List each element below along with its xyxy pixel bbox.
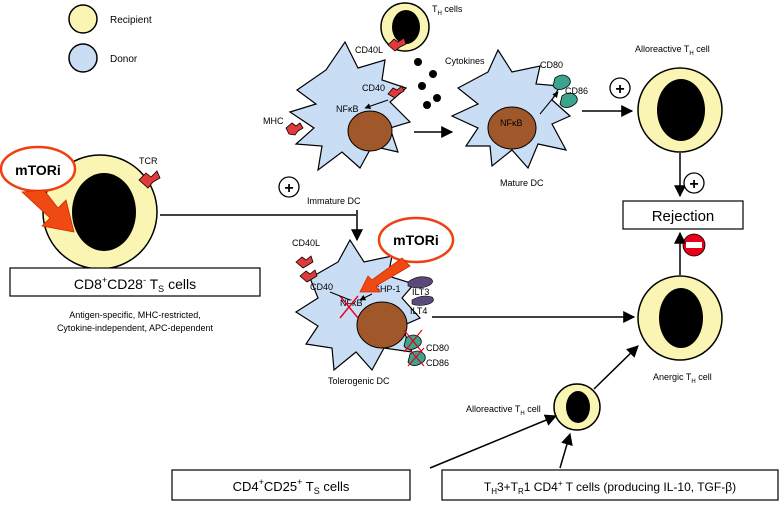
rejection-label: Rejection [652, 208, 715, 225]
allo-th-cell-top [637, 67, 723, 153]
mhc-label: MHC [263, 116, 284, 126]
cd80-receptor-mature [552, 74, 571, 90]
legend-recipient-label: Recipient [110, 15, 152, 26]
mhc-receptor [285, 122, 304, 136]
mtori-right-badge: mTORi [377, 216, 455, 264]
cd86-receptor-mature [559, 92, 578, 108]
cd40l-receptor-tol [295, 255, 314, 269]
th-cells-label: TH cells [432, 4, 463, 17]
ts-cd8-box [9, 267, 261, 297]
cd80-mature-label: CD80 [540, 60, 563, 70]
svg-text:+: + [689, 176, 698, 193]
tolerogenic-dc-label: Tolerogenic DC [328, 376, 390, 386]
cd40l-tol-label: CD40L [292, 238, 320, 248]
cd4-ts-box [171, 469, 411, 501]
cd86-mature-label: CD86 [565, 86, 588, 96]
cd40-receptor-top [387, 85, 405, 99]
inhibit-x-cd86-2 [407, 347, 425, 367]
cd86-tol-label: CD86 [426, 358, 449, 368]
plus-sign-immature: + [278, 176, 300, 198]
cytokines-label: Cytokines [445, 56, 485, 66]
nfkb-top-label: NFκB [336, 104, 359, 114]
mtori-left-arrow [21, 189, 75, 233]
cd40-arrow-top [364, 99, 389, 110]
ilt3-label: ILT3 [412, 287, 429, 297]
arrow-allo-bottom-to-anergic [593, 345, 639, 390]
ts-desc-line2: Cytokine-independent, APC-dependent [57, 323, 214, 333]
shp1-label: SHP-1 [374, 284, 401, 294]
svg-text:+: + [284, 180, 293, 197]
svg-text:+: + [615, 81, 624, 98]
mtori-left-label: mTORi [15, 162, 61, 178]
arrow-th3-to-allo [559, 432, 573, 469]
arrow-cd4-to-allo [429, 414, 558, 469]
cd40-tol-label: CD40 [310, 282, 333, 292]
inhibit-x-cd80-2 [403, 329, 423, 353]
cd40-top-label: CD40 [362, 83, 385, 93]
inhibit-sign [682, 233, 706, 257]
mtori-right-arrow [359, 257, 411, 293]
allo-th-bottom-label: Alloreactive TH cell [466, 404, 541, 417]
cd4-ts-box-label: CD4+CD25+ TS cells [233, 477, 350, 496]
immature-dc-nucleus [347, 110, 393, 152]
cd40-receptor-tol [299, 269, 318, 283]
inhibit-x-nfkb-2 [339, 295, 359, 319]
cd80-arrow-mature [539, 91, 559, 115]
mtori-left-badge: mTORi [0, 145, 77, 193]
tcr-receptor-ts [138, 170, 161, 189]
th3-tr1-box-label: TH3+TR1 CD4+ T cells (producing IL-10, T… [484, 479, 736, 496]
cytokines [414, 58, 441, 109]
shp1-arrow [359, 293, 373, 301]
cd40-arrow-tol [329, 291, 351, 301]
legend-donor-swatch [68, 43, 98, 73]
immature-dc-label: Immature DC [307, 196, 361, 206]
allo-th-cell-bottom [553, 383, 601, 431]
mature-dc-nucleus [487, 106, 537, 150]
th-cell-top [380, 2, 430, 52]
tcr-receptor-top [387, 37, 407, 52]
ts-cell-cd8 [42, 154, 158, 270]
rejection-box [622, 200, 744, 230]
allo-th-top-label: Alloreactive TH cell [635, 44, 710, 57]
mature-dc-label: Mature DC [500, 178, 544, 188]
legend: Recipient Donor [68, 4, 152, 73]
plus-sign-rejection: + [683, 172, 705, 194]
th3-tr1-box [441, 469, 779, 501]
legend-recipient-swatch [68, 4, 98, 34]
nfkb-tol-label: NFκB [340, 298, 363, 308]
legend-donor-label: Donor [110, 54, 138, 65]
ilt3-receptor [407, 276, 433, 289]
anergic-label: Anergic TH cell [653, 372, 712, 385]
tolerogenic-dc-nucleus [356, 301, 408, 349]
cd40l-top-label: CD40L [355, 45, 383, 55]
anergic-th-cell [637, 275, 723, 361]
ilt4-receptor [411, 295, 434, 306]
ts-cd8-box-label: CD8+CD28- TS cells [74, 275, 196, 294]
nfkb-mature-label: NFκB [500, 118, 523, 128]
cd80-tol-label: CD80 [426, 343, 449, 353]
ilt4-label: ILT4 [410, 306, 427, 316]
plus-sign-mature: + [609, 77, 631, 99]
tcr-label: TCR [139, 156, 158, 166]
ts-desc-line1: Antigen-specific, MHC-restricted, [69, 310, 201, 320]
mtori-right-label: mTORi [393, 232, 439, 248]
